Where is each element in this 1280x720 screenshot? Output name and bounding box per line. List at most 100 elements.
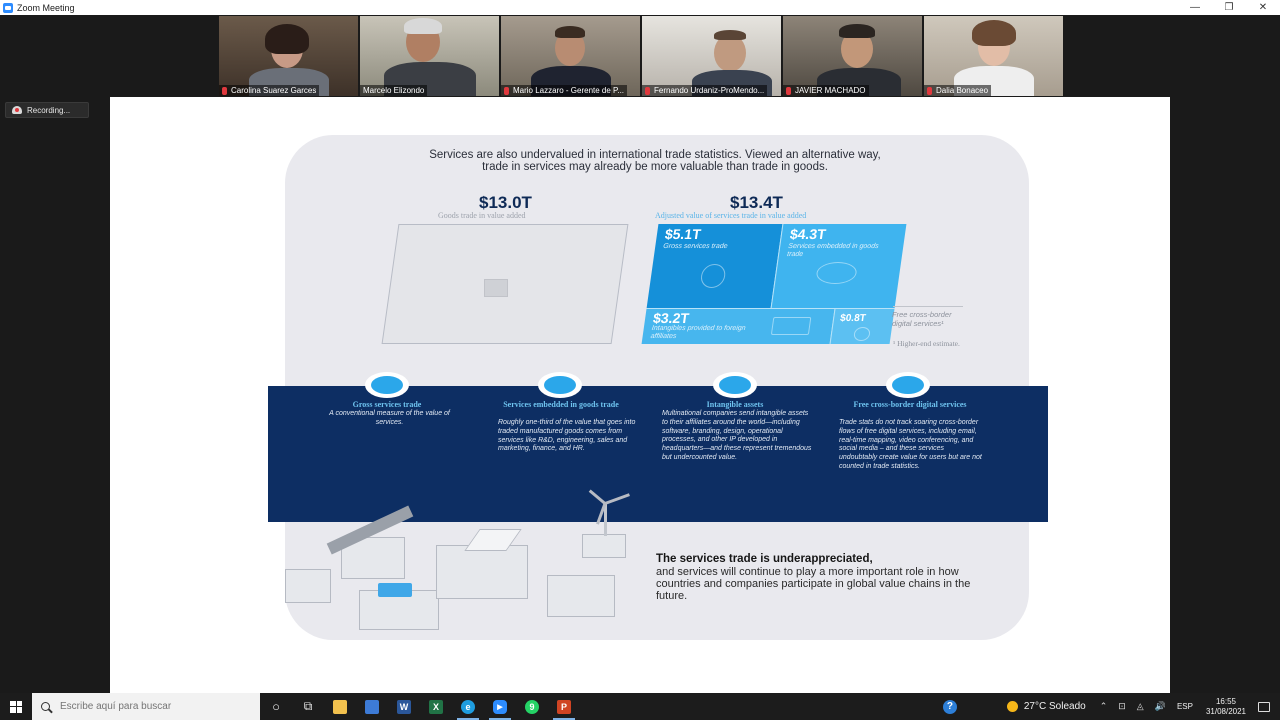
goods-trade-value: $13.0T: [479, 193, 532, 212]
explanation-band: [268, 386, 1048, 522]
zoom-icon: ▶: [493, 699, 507, 714]
help-icon[interactable]: ?: [942, 699, 957, 714]
embedded-services-block: $4.3T Services embedded in goods trade: [770, 224, 907, 308]
participant-namebar: Marcelo Elizondo: [360, 85, 428, 96]
participant-video-strip: Carolina Suarez Garces Marcelo Elizondo …: [219, 16, 1063, 96]
higher-end-footnote: ¹ Higher-end estimate.: [893, 339, 960, 348]
zoom-app-icon: [3, 2, 13, 13]
window-title: Zoom Meeting: [17, 2, 75, 13]
network-icon[interactable]: ◬: [1136, 701, 1144, 711]
windows-logo-icon: [10, 700, 22, 713]
gross-services-icon: [365, 372, 409, 398]
volume-icon[interactable]: 🔊: [1154, 701, 1166, 711]
block-label: Services embedded in goods trade: [786, 243, 880, 258]
block-value: $0.8T: [839, 313, 867, 324]
maximize-button[interactable]: ❐: [1224, 2, 1234, 13]
participant-namebar: Mario Lazzaro - Gerente de P...: [501, 85, 628, 96]
powerpoint-button[interactable]: P: [548, 693, 580, 720]
muted-mic-icon: [645, 86, 650, 95]
powerpoint-icon: P: [557, 699, 571, 714]
calculator-button[interactable]: [356, 693, 388, 720]
input-language[interactable]: ESP: [1176, 702, 1193, 711]
show-hidden-icons-icon[interactable]: ⌃: [1099, 701, 1108, 711]
search-input[interactable]: [60, 701, 250, 712]
cloud-record-icon: [12, 106, 22, 114]
windows-taskbar: ○ ⧉ W X e ▶ 9 P ? 27°C Soleado ⌃ ⊡ ◬ 🔊 E…: [0, 693, 1280, 720]
participant-tile[interactable]: Fernando Urdaniz-ProMendo...: [642, 16, 781, 96]
digital-services-icon: [886, 372, 930, 398]
muted-mic-icon: [786, 86, 791, 95]
meeting-area: Carolina Suarez Garces Marcelo Elizondo …: [0, 15, 1280, 693]
column-heading: Free cross-border digital services: [853, 400, 967, 409]
muted-mic-icon: [504, 86, 509, 95]
block-label: Gross services trade: [662, 243, 728, 250]
participant-name: Dalia Bonaceo: [936, 86, 989, 95]
participant-namebar: JAVIER MACHADO: [783, 85, 869, 96]
taskbar-search[interactable]: [32, 693, 260, 720]
participant-tile-active-speaker[interactable]: Marcelo Elizondo: [360, 16, 499, 96]
zoom-button[interactable]: ▶: [484, 693, 516, 720]
services-trade-value: $13.4T: [730, 193, 783, 212]
column-text: A conventional measure of the value of s…: [329, 410, 450, 426]
participant-tile[interactable]: Carolina Suarez Garces: [219, 16, 358, 96]
search-icon: [41, 702, 50, 711]
intangibles-block: $3.2T Intangibles provided to foreign af…: [641, 308, 835, 344]
services-trade-block: $5.1T Gross services trade $4.3T Service…: [641, 224, 907, 344]
shared-screen: Services are also undervalued in interna…: [110, 97, 1170, 693]
recording-indicator[interactable]: Recording...: [5, 102, 89, 118]
services-trade-label: Adjusted value of services trade in valu…: [655, 211, 807, 220]
participant-tile[interactable]: Mario Lazzaro - Gerente de P...: [501, 16, 640, 96]
participant-tile[interactable]: JAVIER MACHADO: [783, 16, 922, 96]
goods-services-icon: [815, 262, 859, 284]
box-icon: [484, 279, 508, 297]
participant-name: Fernando Urdaniz-ProMendo...: [654, 86, 765, 95]
block-value: $3.2T: [652, 310, 691, 326]
cortana-icon: ○: [272, 699, 280, 714]
callout-line: [893, 306, 963, 307]
sun-icon: [1006, 701, 1018, 712]
participant-name: Mario Lazzaro - Gerente de P...: [513, 86, 625, 95]
whatsapp-button[interactable]: 9: [516, 693, 548, 720]
clock-date: 31/08/2021: [1205, 706, 1246, 716]
column-heading: Gross services trade: [352, 400, 422, 409]
free-digital-note: Free cross-border digital services¹: [892, 310, 952, 328]
participant-name: Carolina Suarez Garces: [231, 86, 317, 95]
column-text: Trade stats do not track soaring cross-b…: [839, 419, 982, 470]
calculator-icon: [365, 699, 379, 714]
minimize-button[interactable]: —: [1190, 2, 1200, 13]
recording-label: Recording...: [27, 105, 71, 115]
close-button[interactable]: ✕: [1258, 2, 1268, 13]
weather-label[interactable]: 27°C Soleado: [1023, 701, 1086, 712]
meet-now-icon[interactable]: ⊡: [1118, 701, 1126, 711]
participant-tile[interactable]: Dalia Bonaceo: [924, 16, 1063, 96]
column-heading: Intangible assets: [706, 400, 764, 409]
system-tray: ? 27°C Soleado ⌃ ⊡ ◬ 🔊 ESP 16:55 31/08/2…: [942, 693, 1280, 720]
file-explorer-button[interactable]: [324, 693, 356, 720]
task-view-button[interactable]: ⧉: [292, 693, 324, 720]
block-value: $5.1T: [663, 226, 702, 242]
window-titlebar: Zoom Meeting — ❐ ✕: [0, 0, 1280, 15]
excel-button[interactable]: X: [420, 693, 452, 720]
cortana-button[interactable]: ○: [260, 693, 292, 720]
clock-time: 16:55: [1215, 696, 1236, 706]
start-button[interactable]: [0, 693, 32, 720]
notifications-icon[interactable]: [1258, 701, 1270, 712]
muted-mic-icon: [222, 86, 227, 95]
participant-namebar: Fernando Urdaniz-ProMendo...: [642, 85, 768, 96]
block-value: $4.3T: [788, 226, 827, 242]
building-illustration: [285, 569, 331, 603]
participant-name: Marcelo Elizondo: [363, 86, 425, 95]
participant-namebar: Dalia Bonaceo: [924, 85, 992, 96]
task-view-icon: ⧉: [303, 699, 313, 713]
participant-namebar: Carolina Suarez Garces: [219, 85, 320, 96]
column-text: Roughly one-third of the value that goes…: [498, 419, 636, 453]
conclusion-text: and services will continue to play a mor…: [656, 566, 971, 602]
embedded-services-icon: [538, 372, 582, 398]
system-clock[interactable]: 16:55 31/08/2021: [1206, 697, 1246, 717]
edge-button[interactable]: e: [452, 693, 484, 720]
factory-illustration: [436, 545, 528, 599]
participant-name: JAVIER MACHADO: [795, 86, 866, 95]
edge-icon: e: [461, 699, 475, 714]
excel-icon: X: [429, 699, 443, 714]
word-button[interactable]: W: [388, 693, 420, 720]
